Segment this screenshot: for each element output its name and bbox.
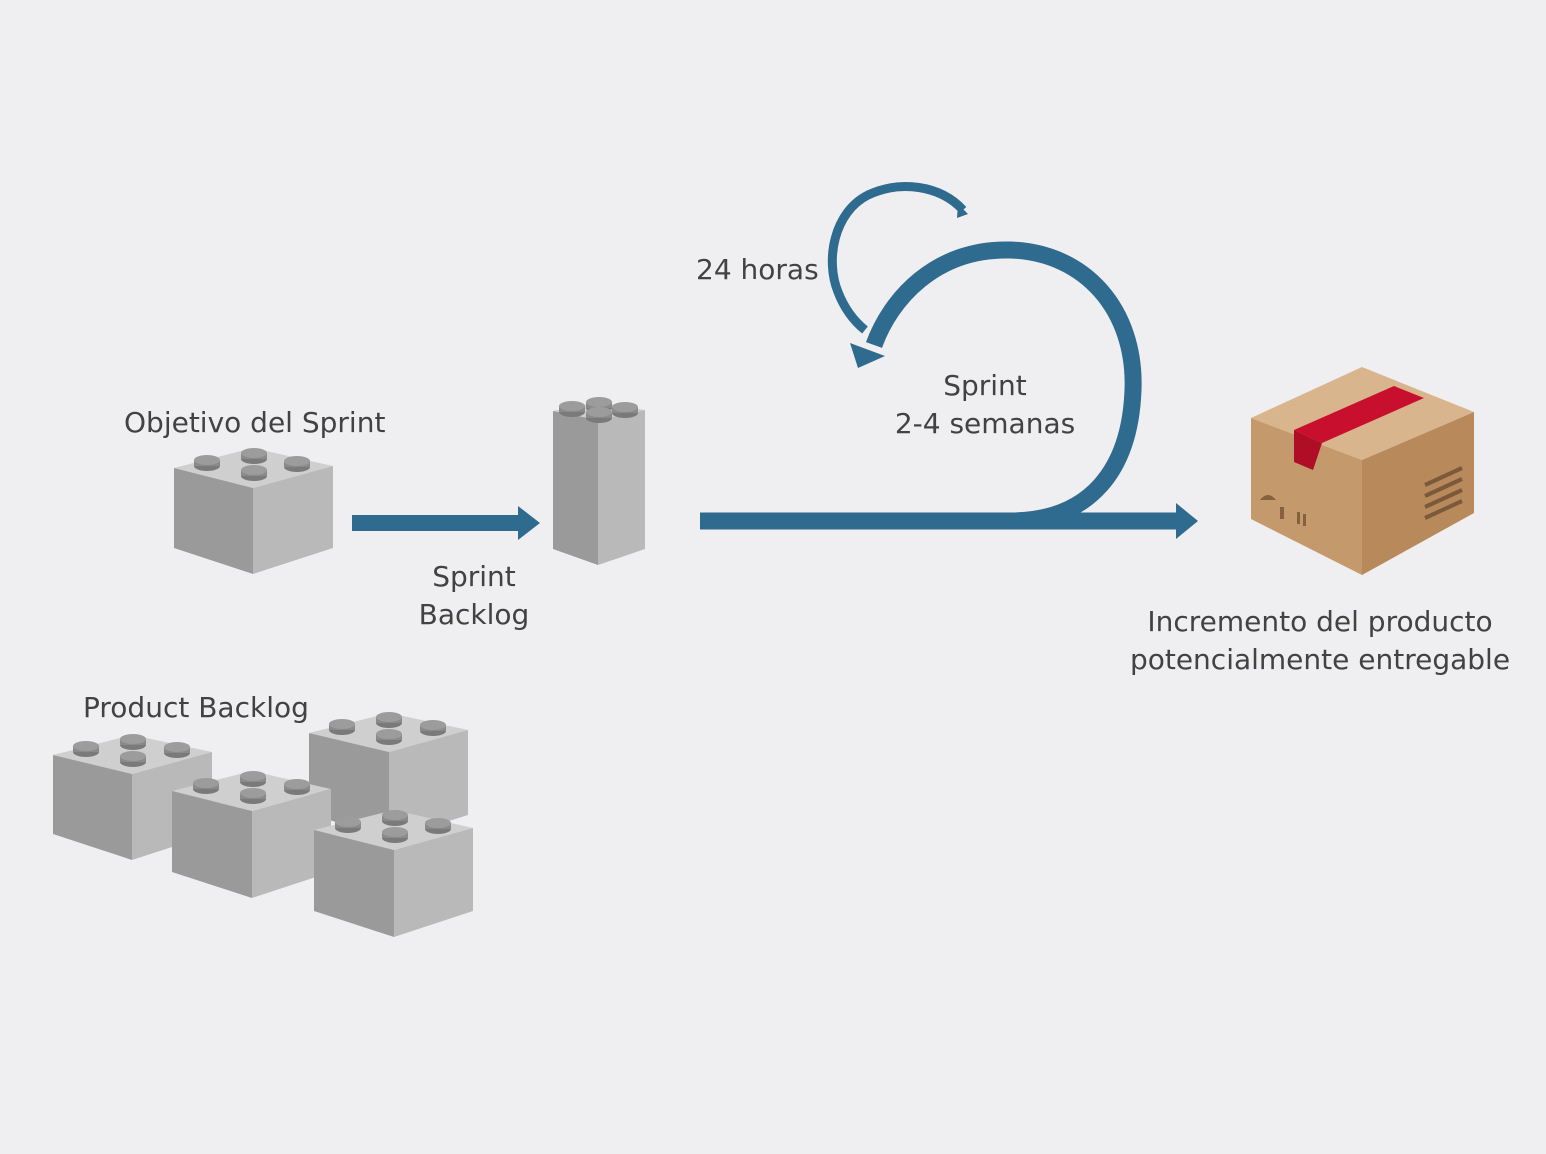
sprint-cycle-arrowhead [1176, 503, 1198, 539]
sprint-loop-arrowhead [850, 343, 885, 368]
increment-label-line-2: potencialmente entregable [1129, 643, 1511, 676]
sprint-goal-brick-icon [174, 448, 333, 574]
product-backlog-bricks-icon [53, 712, 473, 937]
daily-cycle-arrow [827, 182, 968, 334]
increment-label-line-1: Incremento del producto [1147, 605, 1493, 638]
sprint-label-line-2: 2-4 semanas [894, 407, 1076, 440]
sprint-backlog-label-line-2: Backlog [418, 598, 530, 631]
product-increment-box-icon [1251, 367, 1474, 575]
sprint-duration-label: Sprint 2-4 semanas [870, 367, 1100, 443]
product-increment-label: Incremento del producto potencialmente e… [1110, 603, 1530, 679]
daily-label: 24 horas [696, 253, 819, 286]
arrow-to-sprint-backlog [352, 506, 540, 540]
sprint-label-line-1: Sprint [943, 369, 1027, 402]
sprint-goal-label: Objetivo del Sprint [124, 406, 386, 439]
sprint-backlog-brick-icon [553, 397, 645, 565]
product-backlog-label: Product Backlog [83, 691, 309, 724]
sprint-backlog-label: Sprint Backlog [374, 558, 574, 634]
sprint-backlog-label-line-1: Sprint [432, 560, 516, 593]
sprint-cycle-arrow [700, 241, 1180, 530]
